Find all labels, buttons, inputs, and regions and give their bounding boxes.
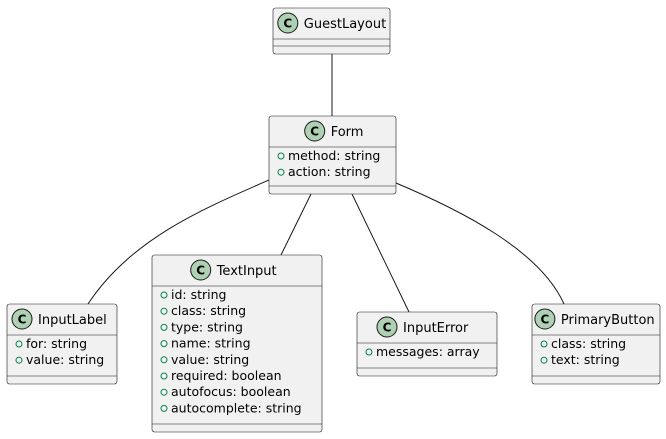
- public-visibility-icon: [160, 291, 168, 299]
- class-badge-letter: C: [540, 313, 549, 327]
- public-visibility-icon: [277, 152, 285, 160]
- class-box: [272, 7, 391, 55]
- public-visibility-icon: [365, 348, 373, 356]
- class-badge-icon: [277, 12, 299, 34]
- class-title: GuestLayout: [304, 17, 386, 32]
- edge-form-to-inputerror: [351, 193, 410, 313]
- class-title: InputLabel: [38, 313, 107, 328]
- relation-edges: [87, 54, 565, 313]
- class-attribute: class: string: [171, 303, 246, 318]
- class-attribute: value: string: [26, 352, 104, 367]
- public-visibility-icon: [160, 356, 168, 364]
- class-badge-letter: C: [283, 17, 292, 31]
- edge-form-to-textinput: [280, 193, 312, 256]
- public-visibility-icon: [277, 168, 285, 176]
- public-visibility-icon: [15, 356, 23, 364]
- class-attribute: id: string: [171, 287, 226, 302]
- class-box: [151, 254, 323, 433]
- class-attribute: required: boolean: [171, 368, 282, 383]
- class-attribute: type: string: [171, 319, 243, 334]
- class-box: [268, 115, 397, 195]
- class-attribute: for: string: [26, 336, 87, 351]
- class-attribute: autofocus: boolean: [171, 384, 291, 399]
- class-badge-letter: C: [196, 264, 205, 278]
- class-attribute: messages: array: [376, 344, 480, 359]
- public-visibility-icon: [160, 340, 168, 348]
- class-inputerror[interactable]: C InputError messages: array: [356, 311, 498, 377]
- class-attribute: value: string: [171, 352, 249, 367]
- class-attribute: method: string: [288, 148, 380, 163]
- public-visibility-icon: [160, 323, 168, 331]
- class-title: InputError: [403, 321, 469, 336]
- class-badge-icon: [190, 259, 212, 281]
- class-attribute: name: string: [171, 336, 251, 351]
- class-attribute: class: string: [551, 336, 626, 351]
- class-attribute: action: string: [288, 164, 371, 179]
- class-title: Form: [331, 125, 364, 140]
- edge-form-to-primarybutton: [395, 182, 565, 305]
- edge-form-to-inputlabel: [87, 179, 270, 305]
- class-attribute: text: string: [551, 352, 620, 367]
- class-title: PrimaryButton: [561, 313, 655, 328]
- public-visibility-icon: [160, 388, 168, 396]
- public-visibility-icon: [15, 340, 23, 348]
- class-badge-letter: C: [383, 321, 392, 335]
- public-visibility-icon: [540, 356, 548, 364]
- class-attribute: autocomplete: string: [171, 400, 302, 415]
- class-badge-letter: C: [18, 313, 27, 327]
- class-badge-icon: [11, 308, 33, 330]
- class-box: [531, 303, 661, 385]
- public-visibility-icon: [160, 372, 168, 380]
- class-badge-icon: [534, 308, 556, 330]
- class-title: TextInput: [216, 264, 277, 279]
- class-guestlayout[interactable]: C GuestLayout: [272, 7, 391, 55]
- public-visibility-icon: [160, 404, 168, 412]
- class-box: [6, 303, 118, 385]
- class-badge-icon: [304, 120, 326, 142]
- class-badge-letter: C: [310, 125, 319, 139]
- public-visibility-icon: [160, 307, 168, 315]
- class-badge-icon: [376, 316, 398, 338]
- public-visibility-icon: [540, 340, 548, 348]
